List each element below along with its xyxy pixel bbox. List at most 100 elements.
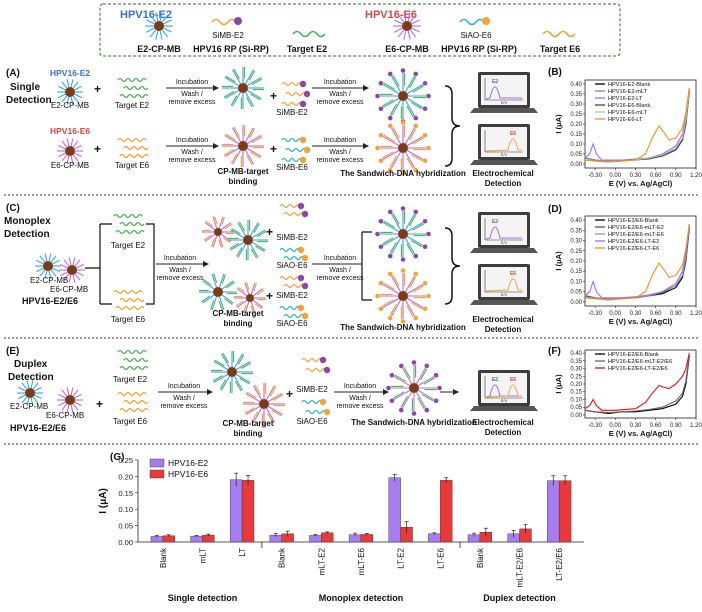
panel-c-target-e6: Target E6 xyxy=(111,315,146,324)
x-tick-label: 0.60 xyxy=(650,311,662,317)
target-strand xyxy=(226,281,235,289)
dna-strand xyxy=(117,77,147,83)
capture-probe xyxy=(224,90,239,99)
redox-tag xyxy=(297,202,305,210)
legend-entry: HPV16-E2 xyxy=(168,458,208,468)
panel-e-target-e6: Target E6 xyxy=(113,417,148,426)
target-strand xyxy=(246,155,253,166)
capture-probe xyxy=(236,299,248,308)
target-strand xyxy=(203,279,212,286)
target-strand xyxy=(214,359,225,367)
magnetic-bead xyxy=(238,83,248,93)
probe-set xyxy=(279,202,309,262)
legend-entry: HPV16-E6-LT xyxy=(608,117,643,123)
dna-strand xyxy=(305,367,327,373)
redox-tag xyxy=(378,280,384,286)
capture-probe xyxy=(405,152,415,169)
panel-a-letter: (A) xyxy=(6,68,20,79)
screen-axis-label: E/V xyxy=(501,292,508,297)
dna-strand xyxy=(123,145,149,151)
bar xyxy=(388,477,401,543)
voltammogram-b: (B) 0.000.050.100.150.200.250.300.350.40… xyxy=(548,67,702,188)
dna-strand xyxy=(119,297,145,303)
category-label: LT-E6 xyxy=(436,547,445,568)
panel-e-sample: HPV16-E2/E6 xyxy=(10,423,66,433)
capture-probe xyxy=(247,90,262,99)
magnetic-bead xyxy=(65,87,75,97)
target-strand xyxy=(409,214,417,227)
target-strand xyxy=(231,228,241,235)
e2-bead-icon xyxy=(145,12,173,40)
panel-e-siao-e6: SiAO-E6 xyxy=(296,417,328,426)
x-tick-label: -0.30 xyxy=(588,423,602,429)
magnetic-bead xyxy=(259,399,269,409)
capture-probe xyxy=(232,127,241,142)
legend-entry: HPV16-E2-LT xyxy=(608,96,643,102)
legend-entry: HPV16-E2/E6-mLT-E2/E6 xyxy=(608,359,672,365)
duplex-sandwich-complex xyxy=(386,360,442,416)
dna-strand xyxy=(117,349,147,355)
target-strand xyxy=(406,157,414,169)
y-tick-label: 0.20 xyxy=(570,259,582,265)
simb-e2-probe-icon xyxy=(211,18,237,26)
target-strand xyxy=(383,220,396,228)
target-strand xyxy=(409,276,417,289)
capture-probe xyxy=(407,236,424,246)
legend-entry: HPV16-E2/E6-mLT-E6 xyxy=(608,232,664,238)
bead-target-complex xyxy=(211,351,253,393)
capture-probe xyxy=(44,270,48,279)
dna-strand xyxy=(283,211,305,217)
capture-probe xyxy=(72,389,79,397)
redox-tag xyxy=(387,115,393,121)
panel-c-binding-label: binding xyxy=(224,319,253,328)
target-strand xyxy=(219,379,227,390)
redox-tag xyxy=(413,167,419,173)
capture-probe xyxy=(76,263,84,269)
redox-tag xyxy=(303,90,311,98)
capture-probe xyxy=(70,387,74,396)
simb-e2-probes xyxy=(281,80,311,108)
capture-probe xyxy=(74,259,81,267)
dna-strand xyxy=(123,357,149,363)
magnetic-bead xyxy=(65,146,75,156)
target-strand xyxy=(246,391,257,399)
target-strand xyxy=(383,282,396,290)
dna-strand xyxy=(281,157,303,163)
capture-probe xyxy=(393,376,410,386)
capture-probe xyxy=(237,244,246,258)
step-wash-label: remove excess xyxy=(168,157,216,164)
redox-tag xyxy=(378,132,384,138)
y-tick-label: 0.05 xyxy=(570,290,582,296)
target-strand xyxy=(252,78,263,85)
capture-probe xyxy=(72,140,79,148)
redox-tag xyxy=(413,123,419,129)
capture-probe xyxy=(58,401,66,407)
plot-g-letter: (G) xyxy=(110,452,124,463)
capture-probe xyxy=(30,380,34,389)
magnetic-bead xyxy=(227,367,237,377)
capture-probe xyxy=(66,387,70,396)
category-label: LT xyxy=(238,548,247,557)
target-strand xyxy=(210,300,215,310)
capture-probe xyxy=(268,393,283,402)
capture-probe xyxy=(68,274,72,283)
x-tick-label: -0.30 xyxy=(588,311,602,317)
screen-peak xyxy=(485,278,522,292)
panel-c-hybridization-label: The Sandwich-DNA hybridization xyxy=(340,323,466,332)
target-strand xyxy=(423,377,435,385)
panel-e-e2-cp-mb: E2-CP-MB xyxy=(10,402,48,411)
target-strand xyxy=(225,75,236,83)
capture-probe xyxy=(245,127,254,142)
capture-probe xyxy=(76,271,84,277)
target-strand xyxy=(224,223,233,230)
target-strand xyxy=(420,368,428,381)
plot-b-letter: (B) xyxy=(548,67,562,78)
y-tick-label: 0.40 xyxy=(570,351,582,357)
capture-probe xyxy=(245,393,260,402)
redox-tag xyxy=(387,209,393,215)
capture-probe xyxy=(247,77,262,86)
legend-entry: HPV16-E2/E6-mLT-E2 xyxy=(608,225,664,231)
dna-strand xyxy=(123,85,149,91)
target-strand xyxy=(223,149,234,156)
